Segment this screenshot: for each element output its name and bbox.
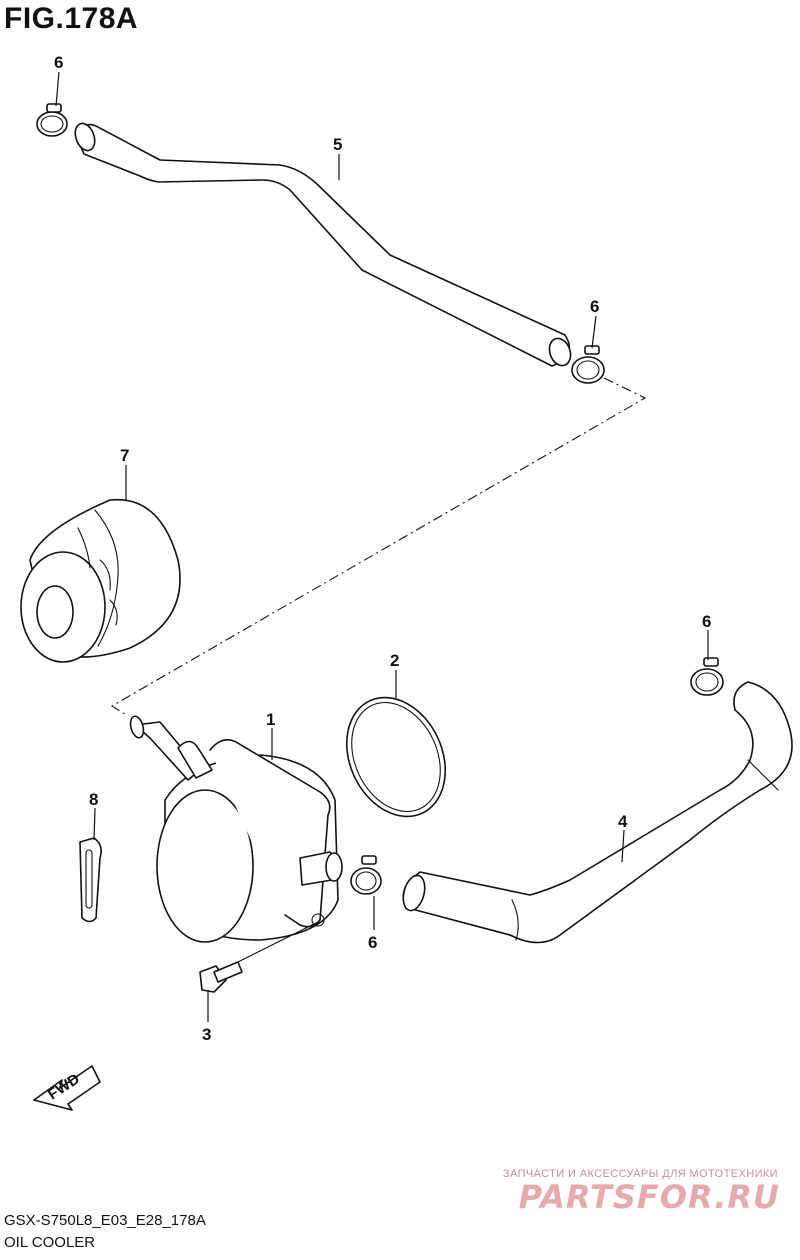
- hose-part-4[interactable]: [400, 681, 793, 944]
- fwd-direction-arrow: FWD: [33, 1065, 101, 1111]
- figure-title: FIG.178A: [4, 2, 139, 35]
- assembly-dash-line: [110, 377, 647, 717]
- callout-1: 1: [266, 710, 275, 729]
- footer-model-code: GSX-S750L8_E03_E28_178A: [4, 1212, 206, 1229]
- callout-2: 2: [390, 651, 399, 670]
- oil-cooler-part-1[interactable]: [128, 715, 343, 943]
- clamp-part-6-top-left[interactable]: [36, 103, 68, 137]
- callout-6-top-left: 6: [54, 53, 63, 72]
- callout-5: 5: [333, 135, 342, 154]
- callout-4: 4: [618, 812, 628, 831]
- callout-8: 8: [89, 790, 98, 809]
- o-ring-part-2[interactable]: [328, 681, 464, 832]
- footer-section-name: OIL COOLER: [4, 1234, 96, 1251]
- watermark-brand: PARTSFOR.RU: [518, 1178, 780, 1216]
- callout-6-mid: 6: [590, 297, 599, 316]
- leader-6-top-left: [55, 71, 60, 107]
- hose-part-5[interactable]: [72, 121, 574, 369]
- callout-3: 3: [202, 1025, 211, 1044]
- oil-filter-part-7[interactable]: [20, 498, 181, 663]
- clamp-part-6-lower[interactable]: [350, 855, 382, 895]
- callout-7: 7: [120, 446, 129, 465]
- leader-4: [621, 829, 625, 863]
- clamp-part-6-right[interactable]: [690, 657, 724, 696]
- callout-6-lower: 6: [368, 933, 377, 952]
- callout-6-right: 6: [702, 612, 711, 631]
- bracket-part-8[interactable]: [79, 837, 102, 923]
- clamp-part-6-mid-right[interactable]: [571, 345, 605, 384]
- bolt-part-3[interactable]: [199, 921, 319, 993]
- watermark-tagline: ЗАПЧАСТИ И АКСЕССУАРЫ ДЛЯ МОТОТЕХНИКИ: [502, 1168, 778, 1180]
- leader-6-mid: [591, 315, 597, 349]
- leader-8: [93, 807, 96, 841]
